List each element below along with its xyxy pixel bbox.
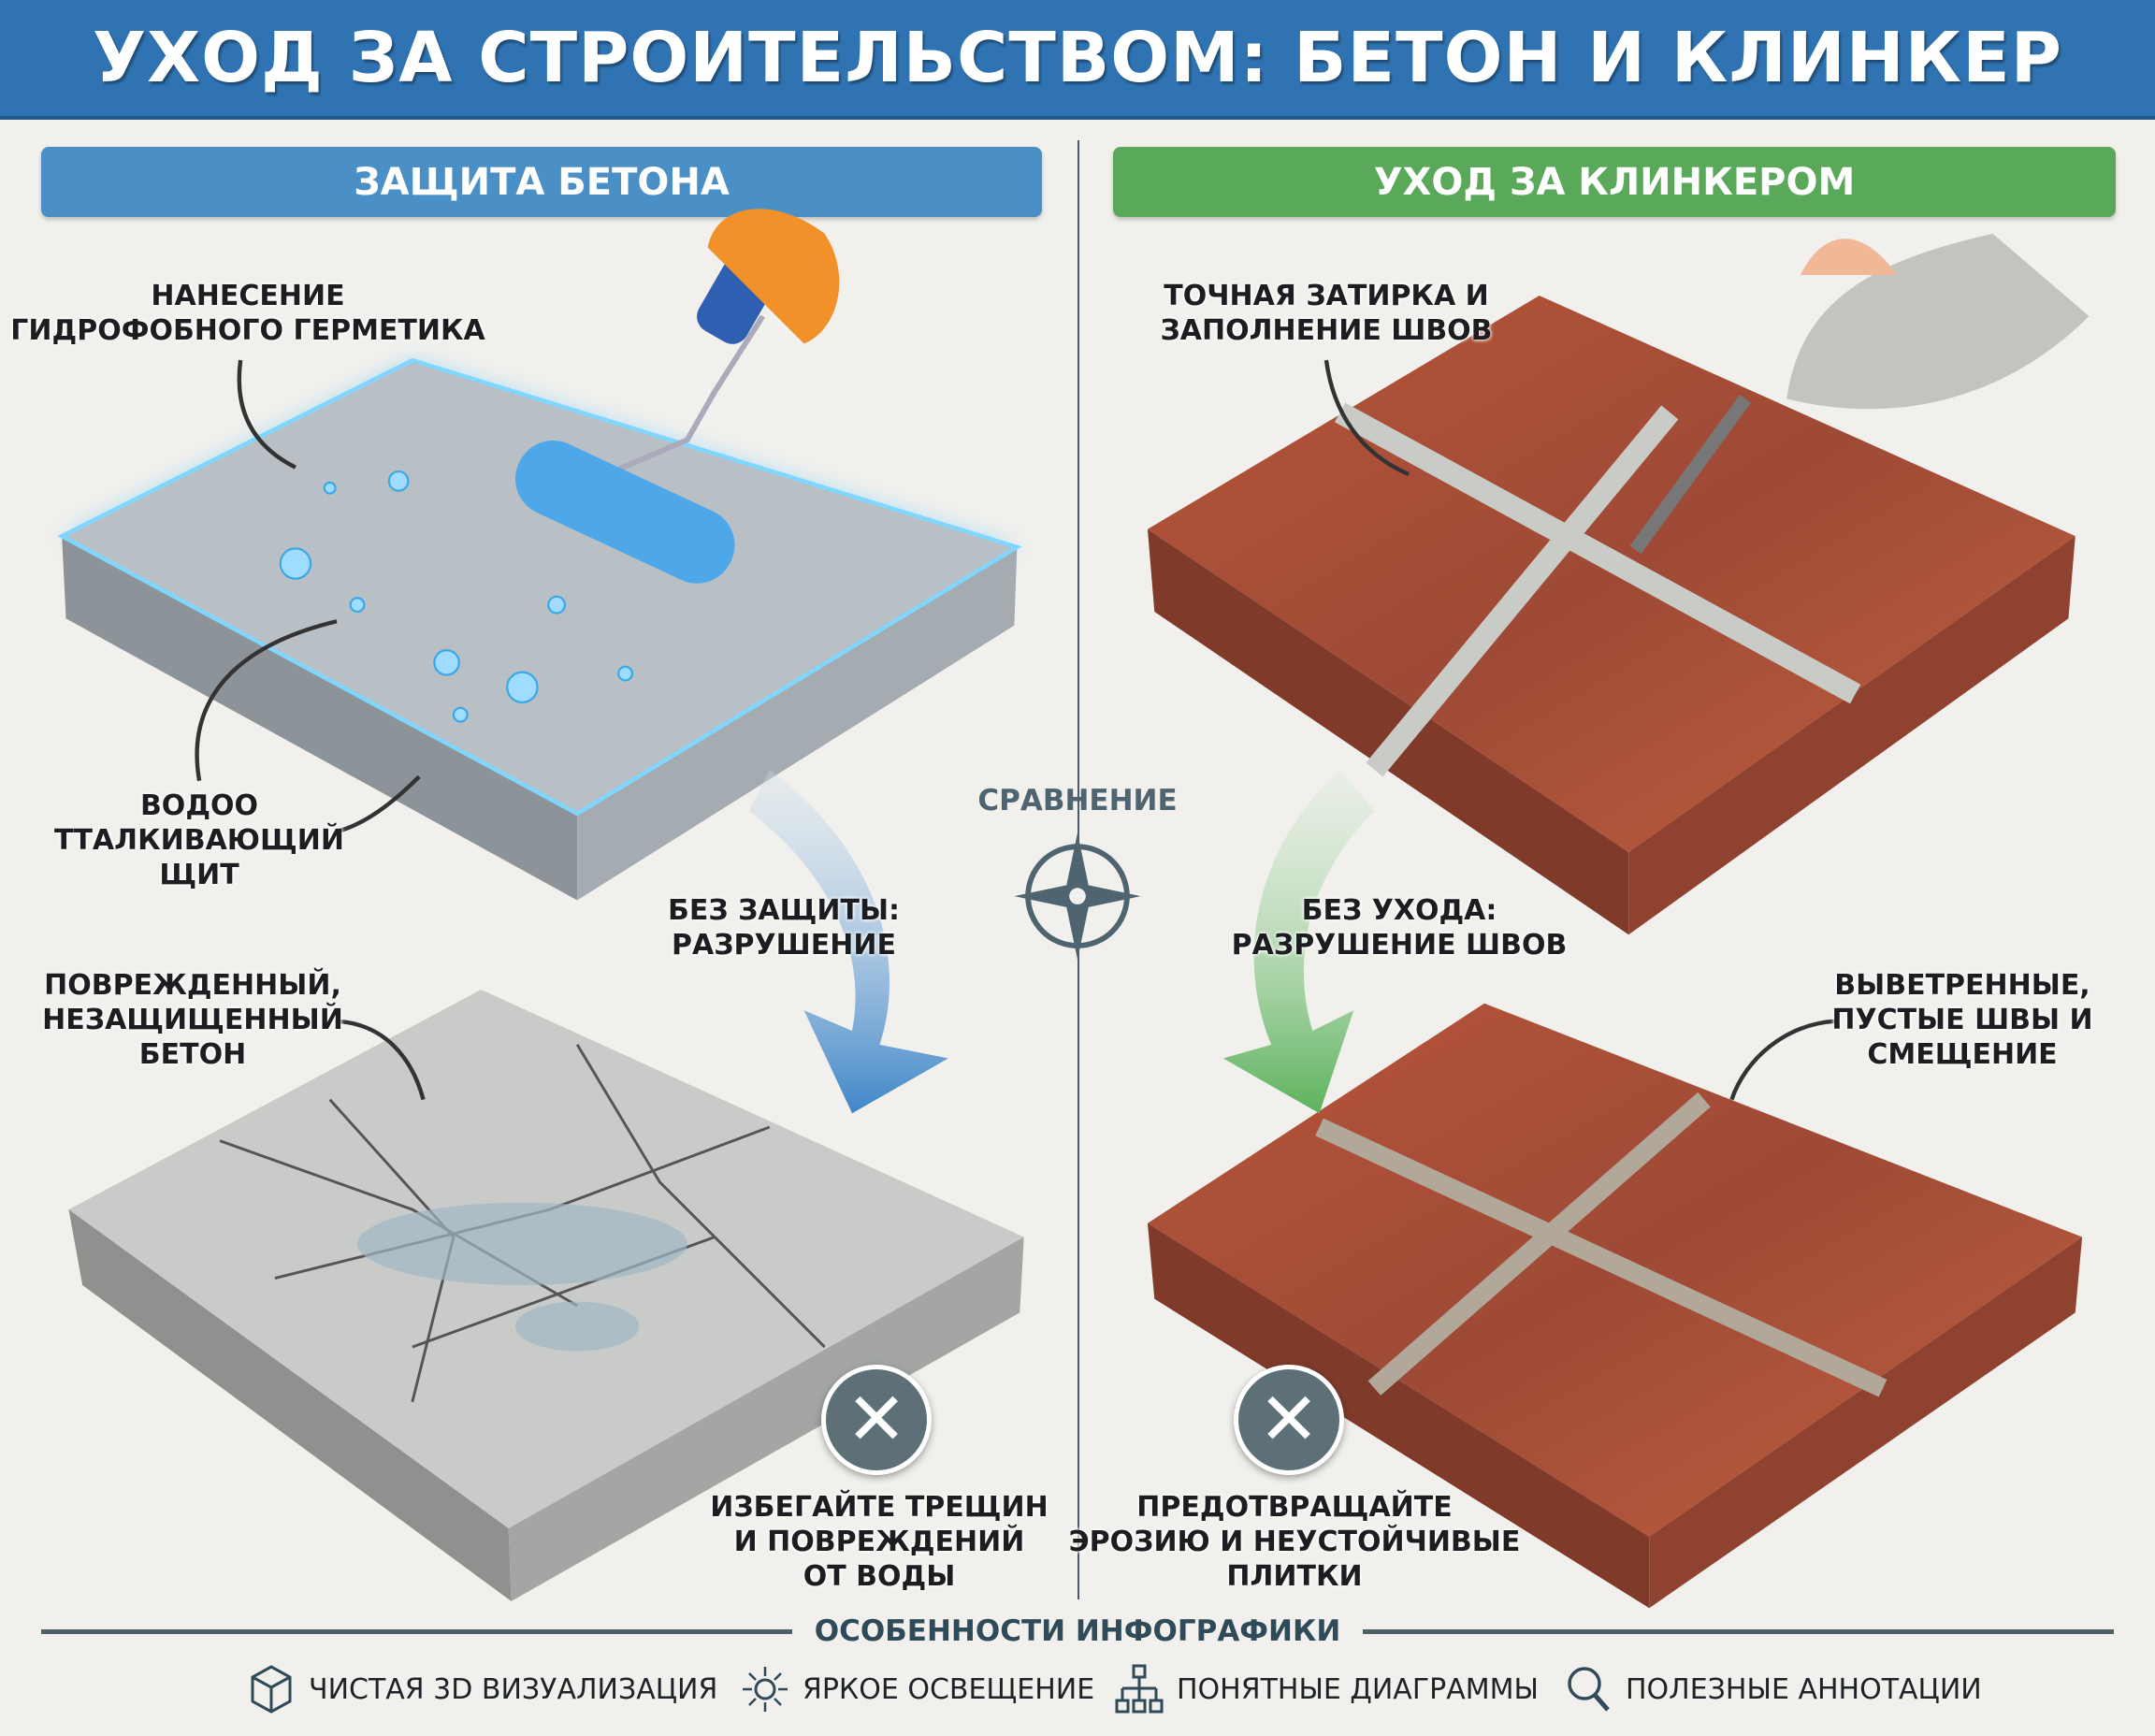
feature-item: ПОНЯТНЫЕ ДИАГРАММЫ xyxy=(1115,1663,1539,1715)
sun-icon xyxy=(743,1667,788,1712)
avoid-x-icon: ✕ xyxy=(821,1365,932,1475)
note-damaged-concrete: ПОВРЕЖДЕННЫЙ, НЕЗАЩИЩЕННЫЙ БЕТОН xyxy=(42,969,343,1071)
compass-icon xyxy=(1014,832,1141,960)
divider-line xyxy=(41,1628,792,1634)
concrete-section-label: ЗАЩИТА БЕТОНА xyxy=(41,147,1042,217)
features-heading: ОСОБЕННОСТИ ИНФОГРАФИКИ xyxy=(0,1614,2155,1648)
magnifier-icon xyxy=(1568,1667,1610,1712)
note-no-care: БЕЗ УХОДА: РАЗРУШЕНИЕ ШВОВ xyxy=(1231,894,1568,962)
feature-label: ПОЛЕЗНЫЕ АННОТАЦИИ xyxy=(1626,1672,1982,1706)
page-title: УХОД ЗА СТРОИТЕЛЬСТВОМ: БЕТОН И КЛИНКЕР xyxy=(93,18,2062,98)
feature-label: ЯРКОЕ ОСВЕЩЕНИЕ xyxy=(803,1672,1095,1706)
avoid-cracks-text: ИЗБЕГАЙТЕ ТРЕЩИН И ПОВРЕЖДЕНИЙ ОТ ВОДЫ xyxy=(710,1491,1049,1593)
grouted-clinker-tiles xyxy=(1147,233,2090,935)
comparison-label: СРАВНЕНИЕ xyxy=(977,784,1178,817)
divider-line xyxy=(1363,1628,2114,1634)
note-no-protection: БЕЗ ЗАЩИТЫ: РАЗРУШЕНИЕ xyxy=(667,894,901,962)
paint-roller-icon xyxy=(515,209,840,584)
prevent-erosion-text: ПРЕДОТВРАЩАЙТЕ ЭРОЗИЮ И НЕУСТОЙЧИВЫЕ ПЛИ… xyxy=(1068,1491,1521,1593)
clinker-decay-arrow xyxy=(1222,769,1375,1114)
header-bar: УХОД ЗА СТРОИТЕЛЬСТВОМ: БЕТОН И КЛИНКЕР xyxy=(0,0,2155,120)
feature-item: ЯРКОЕ ОСВЕЩЕНИЕ xyxy=(741,1663,1094,1715)
clinker-section-label: УХОД ЗА КЛИНКЕРОМ xyxy=(1113,147,2116,217)
diagram-icon xyxy=(1115,1664,1164,1714)
note-water-shield: ВОДОО ТТАЛКИВАЮЩИЙ ЩИТ xyxy=(54,789,344,891)
concrete-decay-arrow xyxy=(748,769,948,1114)
features-title: ОСОБЕННОСТИ ИНФОГРАФИКИ xyxy=(814,1614,1341,1648)
cracked-concrete-slab xyxy=(68,990,1024,1601)
note-apply-sealant: НАНЕСЕНИЕ ГИДРОФОБНОГО ГЕРМЕТИКА xyxy=(10,280,485,347)
prevent-x-icon: ✕ xyxy=(1234,1365,1344,1475)
note-weathered-joints: ВЫВЕТРЕННЫЕ, ПУСТЫЕ ШВЫ И СМЕЩЕНИЕ xyxy=(1831,969,2093,1071)
note-precise-grouting: ТОЧНАЯ ЗАТИРКА И ЗАПОЛНЕНИЕ ШВОВ xyxy=(1160,280,1493,347)
cube-icon xyxy=(251,1665,292,1714)
feature-label: ЧИСТАЯ 3D ВИЗУАЛИЗАЦИЯ xyxy=(309,1672,718,1706)
eroded-clinker-tiles xyxy=(1147,1003,2083,1609)
sealed-concrete-slab xyxy=(57,357,1022,901)
feature-label: ПОНЯТНЫЕ ДИАГРАММЫ xyxy=(1177,1672,1539,1706)
feature-item: ПОЛЕЗНЫЕ АННОТАЦИИ xyxy=(1564,1663,1982,1715)
feature-item: ЧИСТАЯ 3D ВИЗУАЛИЗАЦИЯ xyxy=(247,1663,717,1715)
